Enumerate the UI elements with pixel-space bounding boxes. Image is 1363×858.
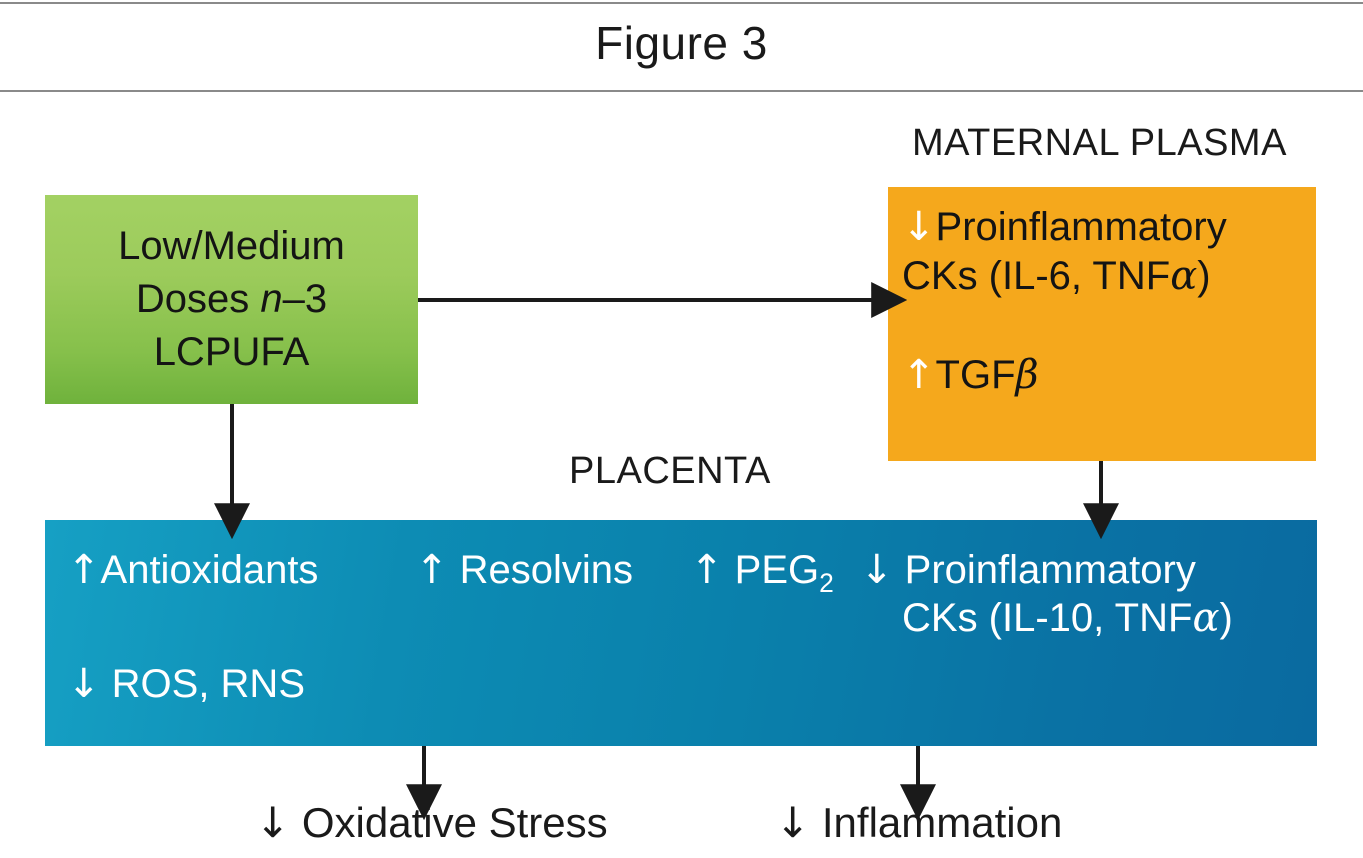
placenta-entry-proinflammatory-cks: ↓ Proinflammatory CKs (IL-10, TNFα)	[860, 547, 1233, 641]
greek-alpha: α	[1192, 595, 1220, 641]
maternal-plasma-entry-proinflammatory-cks: ↓Proinflammatory CKs (IL-6, TNFα)	[902, 203, 1316, 301]
arrow-up-icon: ↑	[415, 547, 449, 593]
maternal-plasma-line-3: ↑TGFβ	[902, 351, 1039, 398]
arrow-up-icon: ↑	[690, 547, 724, 593]
arrow-up-icon: ↑	[67, 547, 101, 593]
arrow-down-icon: ↓	[860, 547, 894, 593]
outcome-inflammation: ↓ Inflammation	[775, 798, 1063, 847]
arrow-up-icon: ↑	[902, 351, 936, 398]
intervention-line-3: LCPUFA	[153, 329, 310, 374]
node-placenta-box: ↑Antioxidants ↑ Resolvins ↑ PEG2 ↓ Proin…	[45, 520, 1317, 746]
header-rule-top	[0, 2, 1363, 4]
maternal-plasma-entry-tgf-beta: ↑TGFβ	[902, 351, 1316, 400]
caption-placenta: PLACENTA	[569, 450, 771, 492]
arrow-down-icon: ↓	[255, 798, 291, 847]
page-title: Figure 3	[595, 17, 768, 69]
maternal-plasma-line-2: CKs (IL-6, TNFα)	[902, 252, 1211, 299]
subscript-2: 2	[819, 568, 834, 598]
arrow-down-icon: ↓	[67, 661, 101, 707]
outcome-oxidative-stress: ↓ Oxidative Stress	[255, 798, 608, 847]
placenta-entry-peg2: ↑ PEG2	[690, 547, 834, 598]
arrow-down-icon: ↓	[775, 798, 811, 847]
greek-beta: β	[1015, 351, 1039, 398]
placenta-entry-antioxidants: ↑Antioxidants	[67, 547, 319, 593]
intervention-line-2: Doses n–3	[135, 277, 328, 322]
italic-n: n	[260, 277, 283, 322]
caption-maternal-plasma: MATERNAL PLASMA	[912, 122, 1287, 164]
placenta-entry-ros-rns: ↓ ROS, RNS	[67, 661, 305, 707]
placenta-entry-resolvins: ↑ Resolvins	[415, 547, 634, 593]
node-maternal-plasma-box: ↓Proinflammatory CKs (IL-6, TNFα) ↑TGFβ	[888, 187, 1316, 461]
node-intervention-box: Low/Medium Doses n–3 LCPUFA	[45, 195, 418, 404]
header-rule-bottom	[0, 90, 1363, 92]
arrow-down-icon: ↓	[902, 204, 936, 250]
maternal-plasma-line-1: ↓Proinflammatory	[902, 204, 1227, 250]
greek-alpha: α	[1170, 252, 1198, 299]
intervention-line-1: Low/Medium	[118, 224, 345, 269]
